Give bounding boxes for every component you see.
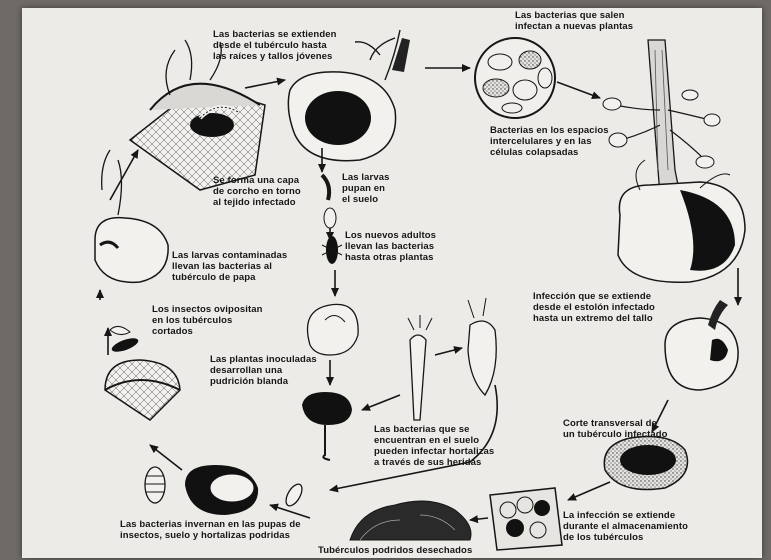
microscope-cells-drawing <box>475 38 555 118</box>
label-cork-layer: Se forma una capa de corcho en torno al … <box>213 175 301 208</box>
discarded-tubers-pile-drawing <box>350 501 471 540</box>
label-storage-spread: La infección se extiende durante el alma… <box>563 510 688 543</box>
label-larvae-contaminated: Las larvas contaminadas llevan las bacte… <box>172 250 287 283</box>
overwintering-drawing <box>145 465 305 515</box>
label-inoculated-plants: Las plantas inoculadas desarrollan una p… <box>210 354 317 387</box>
label-oviposit: Los insectos ovipositan en los tubérculo… <box>152 304 263 337</box>
label-discarded: Tubérculos podridos desechados <box>318 545 472 556</box>
larvae-tuber-drawing <box>95 150 180 420</box>
label-intercellular: Bacterias en los espacios intercelulares… <box>490 125 609 158</box>
label-larvae-pupate: Las larvas pupan en el suelo <box>342 172 389 205</box>
label-new-adults: Los nuevos adultos llevan las bacterias … <box>345 230 436 263</box>
infected-vegetables-drawing <box>408 298 496 420</box>
storage-crate-drawing <box>490 488 562 550</box>
stolon-tuber-drawing <box>665 300 738 390</box>
label-soil-bacteria: Las bacterias que se encuentran en el su… <box>374 424 494 468</box>
cut-tuber-larva-drawing <box>130 40 265 190</box>
label-spread-tuber-roots: Las bacterias se extienden desde el tubé… <box>213 29 337 62</box>
label-cross-section: Corte transversal de un tubérculo infect… <box>563 418 668 440</box>
tuber-cross-section-drawing <box>604 437 687 490</box>
potato-plant-tubers-drawing <box>603 40 745 282</box>
label-stolon-infection: Infección que se extiende desde el estol… <box>533 291 655 324</box>
label-exit-infect-plants: Las bacterias que salen infectan a nueva… <box>515 10 633 32</box>
label-overwinter: Las bacterias invernan en las pupas de i… <box>120 519 301 541</box>
